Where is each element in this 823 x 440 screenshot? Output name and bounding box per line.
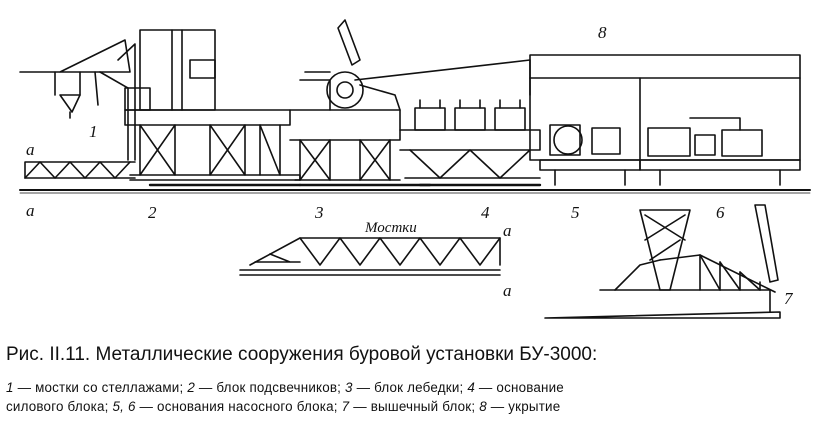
figure-caption-title: Рис. II.11. Металлические сооружения бур… (6, 344, 598, 365)
catwalk-drawing (239, 237, 501, 276)
label-6: 6 (716, 203, 725, 222)
power-block-base (399, 99, 542, 187)
candle-block (124, 29, 302, 187)
label-a-top-right: a (503, 221, 512, 240)
pipe-rack-catwalk (19, 39, 136, 179)
label-4: 4 (481, 203, 490, 222)
label-7: 7 (784, 289, 794, 308)
legend-text: силового блока; (6, 399, 113, 414)
legend-num: 3 (345, 380, 353, 395)
legend-text: — основания насосного блока; (135, 399, 342, 414)
legend-num: 8 (479, 399, 487, 414)
pump-block-base-6 (639, 117, 801, 186)
pump-block-base-5 (539, 124, 641, 186)
legend-num: 4 (467, 380, 475, 395)
label-a-top-left: a (26, 140, 35, 159)
label-2: 2 (148, 203, 157, 222)
caption-legend-line-2: силового блока; 5, 6 — основания насосно… (6, 399, 560, 414)
label-mostki: Мостки (364, 220, 417, 236)
label-5: 5 (571, 203, 580, 222)
legend-num: 7 (341, 399, 350, 414)
legend-num: 1 (6, 380, 14, 395)
legend-num: 2 (187, 380, 195, 395)
label-a-bottom-left: a (26, 201, 35, 220)
label-3: 3 (314, 203, 324, 222)
legend-text: — укрытие (486, 399, 561, 414)
label-8: 8 (598, 23, 607, 42)
legend-num: 5, 6 (112, 399, 136, 414)
legend-text: — вышечный блок; (349, 399, 480, 414)
caption-legend-line-1: 1 — мостки со стеллажами; 2 — блок подсв… (6, 380, 564, 395)
legend-text: — блок подсвечников; (194, 380, 346, 395)
ground-line (19, 189, 811, 194)
legend-text: — блок лебедки; (352, 380, 468, 395)
technical-drawing: 1 2 3 4 5 6 7 8 a a a a Мостки (19, 19, 811, 319)
label-1: 1 (89, 122, 98, 141)
legend-text: — основание (475, 380, 564, 395)
derrick-block (544, 204, 781, 319)
winch-block (289, 19, 432, 187)
label-a-bottom-right: a (503, 281, 512, 300)
legend-text: — мостки со стеллажами; (13, 380, 188, 395)
